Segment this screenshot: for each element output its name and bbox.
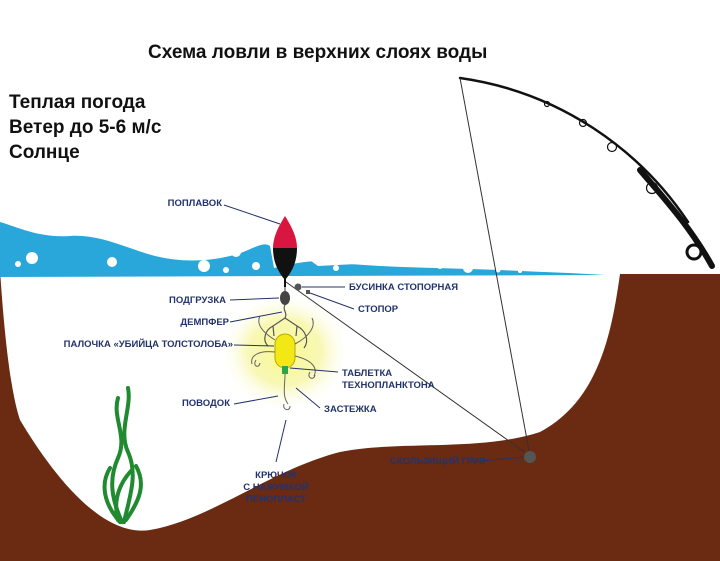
label-sinker: СКОЛЬЗЯЩИЙ ГРУЗ (390, 456, 486, 467)
line-rod-to-sinker (459, 77, 531, 457)
weight (280, 291, 290, 305)
label-bead: БУСИНКА СТОПОРНАЯ (349, 282, 459, 293)
sliding-sinker (524, 451, 536, 463)
condition-weather: Теплая погода (9, 92, 146, 113)
plankton-tablet (282, 366, 288, 374)
fishing-rod (458, 76, 690, 224)
diagram-title: Схема ловли в верхних слоях воды (148, 42, 488, 63)
stopper (306, 290, 310, 294)
label-float: ПОПЛАВОК (167, 198, 222, 209)
label-hook-line1: КРЮЧОК (255, 470, 297, 481)
label-hook-line2: С НАЖИВКОЙ (243, 482, 309, 493)
leaders-hooks (251, 315, 316, 411)
label-tablet: ТАБЛЕТКА ТЕХНОПЛАНКТОНА (342, 368, 435, 392)
fishing-rod-butt (637, 167, 715, 269)
label-tablet-line1: ТАБЛЕТКА (342, 368, 393, 379)
ground-bottom (0, 270, 720, 561)
callout-lines (223, 204, 525, 463)
bait-stick (274, 333, 296, 369)
stopper-bead (294, 283, 302, 291)
label-tablet-line2: ТЕХНОПЛАНКТОНА (342, 380, 435, 391)
condition-sun: Солнце (9, 142, 80, 163)
label-damper: ДЕМПФЕР (180, 317, 229, 328)
label-hook: КРЮЧОК С НАЖИВКОЙ ПЕНОПЛАСТ (236, 470, 316, 506)
wave-foam (300, 241, 358, 266)
water-surface (0, 222, 605, 277)
label-stick: ПАЛОЧКА «УБИЙЦА ТОЛСТОЛОБА» (63, 339, 233, 350)
condition-wind: Ветер до 5-6 м/с (9, 117, 162, 138)
float-bottom (273, 248, 297, 280)
label-weight: ПОДГРУЗКА (169, 295, 226, 306)
label-stopper: СТОПОР (358, 304, 399, 315)
label-leader: ПОВОДОК (181, 398, 230, 409)
label-hook-line3: ПЕНОПЛАСТ (246, 494, 306, 505)
rig-frame (264, 317, 308, 349)
water-bubbles (15, 243, 522, 273)
main-line (285, 281, 531, 457)
rod-guides (543, 100, 659, 195)
water-plant (102, 386, 143, 524)
damper (283, 304, 287, 319)
rod-reel (685, 243, 703, 261)
float-top (273, 216, 297, 248)
label-clasp: ЗАСТЕЖКА (324, 404, 377, 415)
